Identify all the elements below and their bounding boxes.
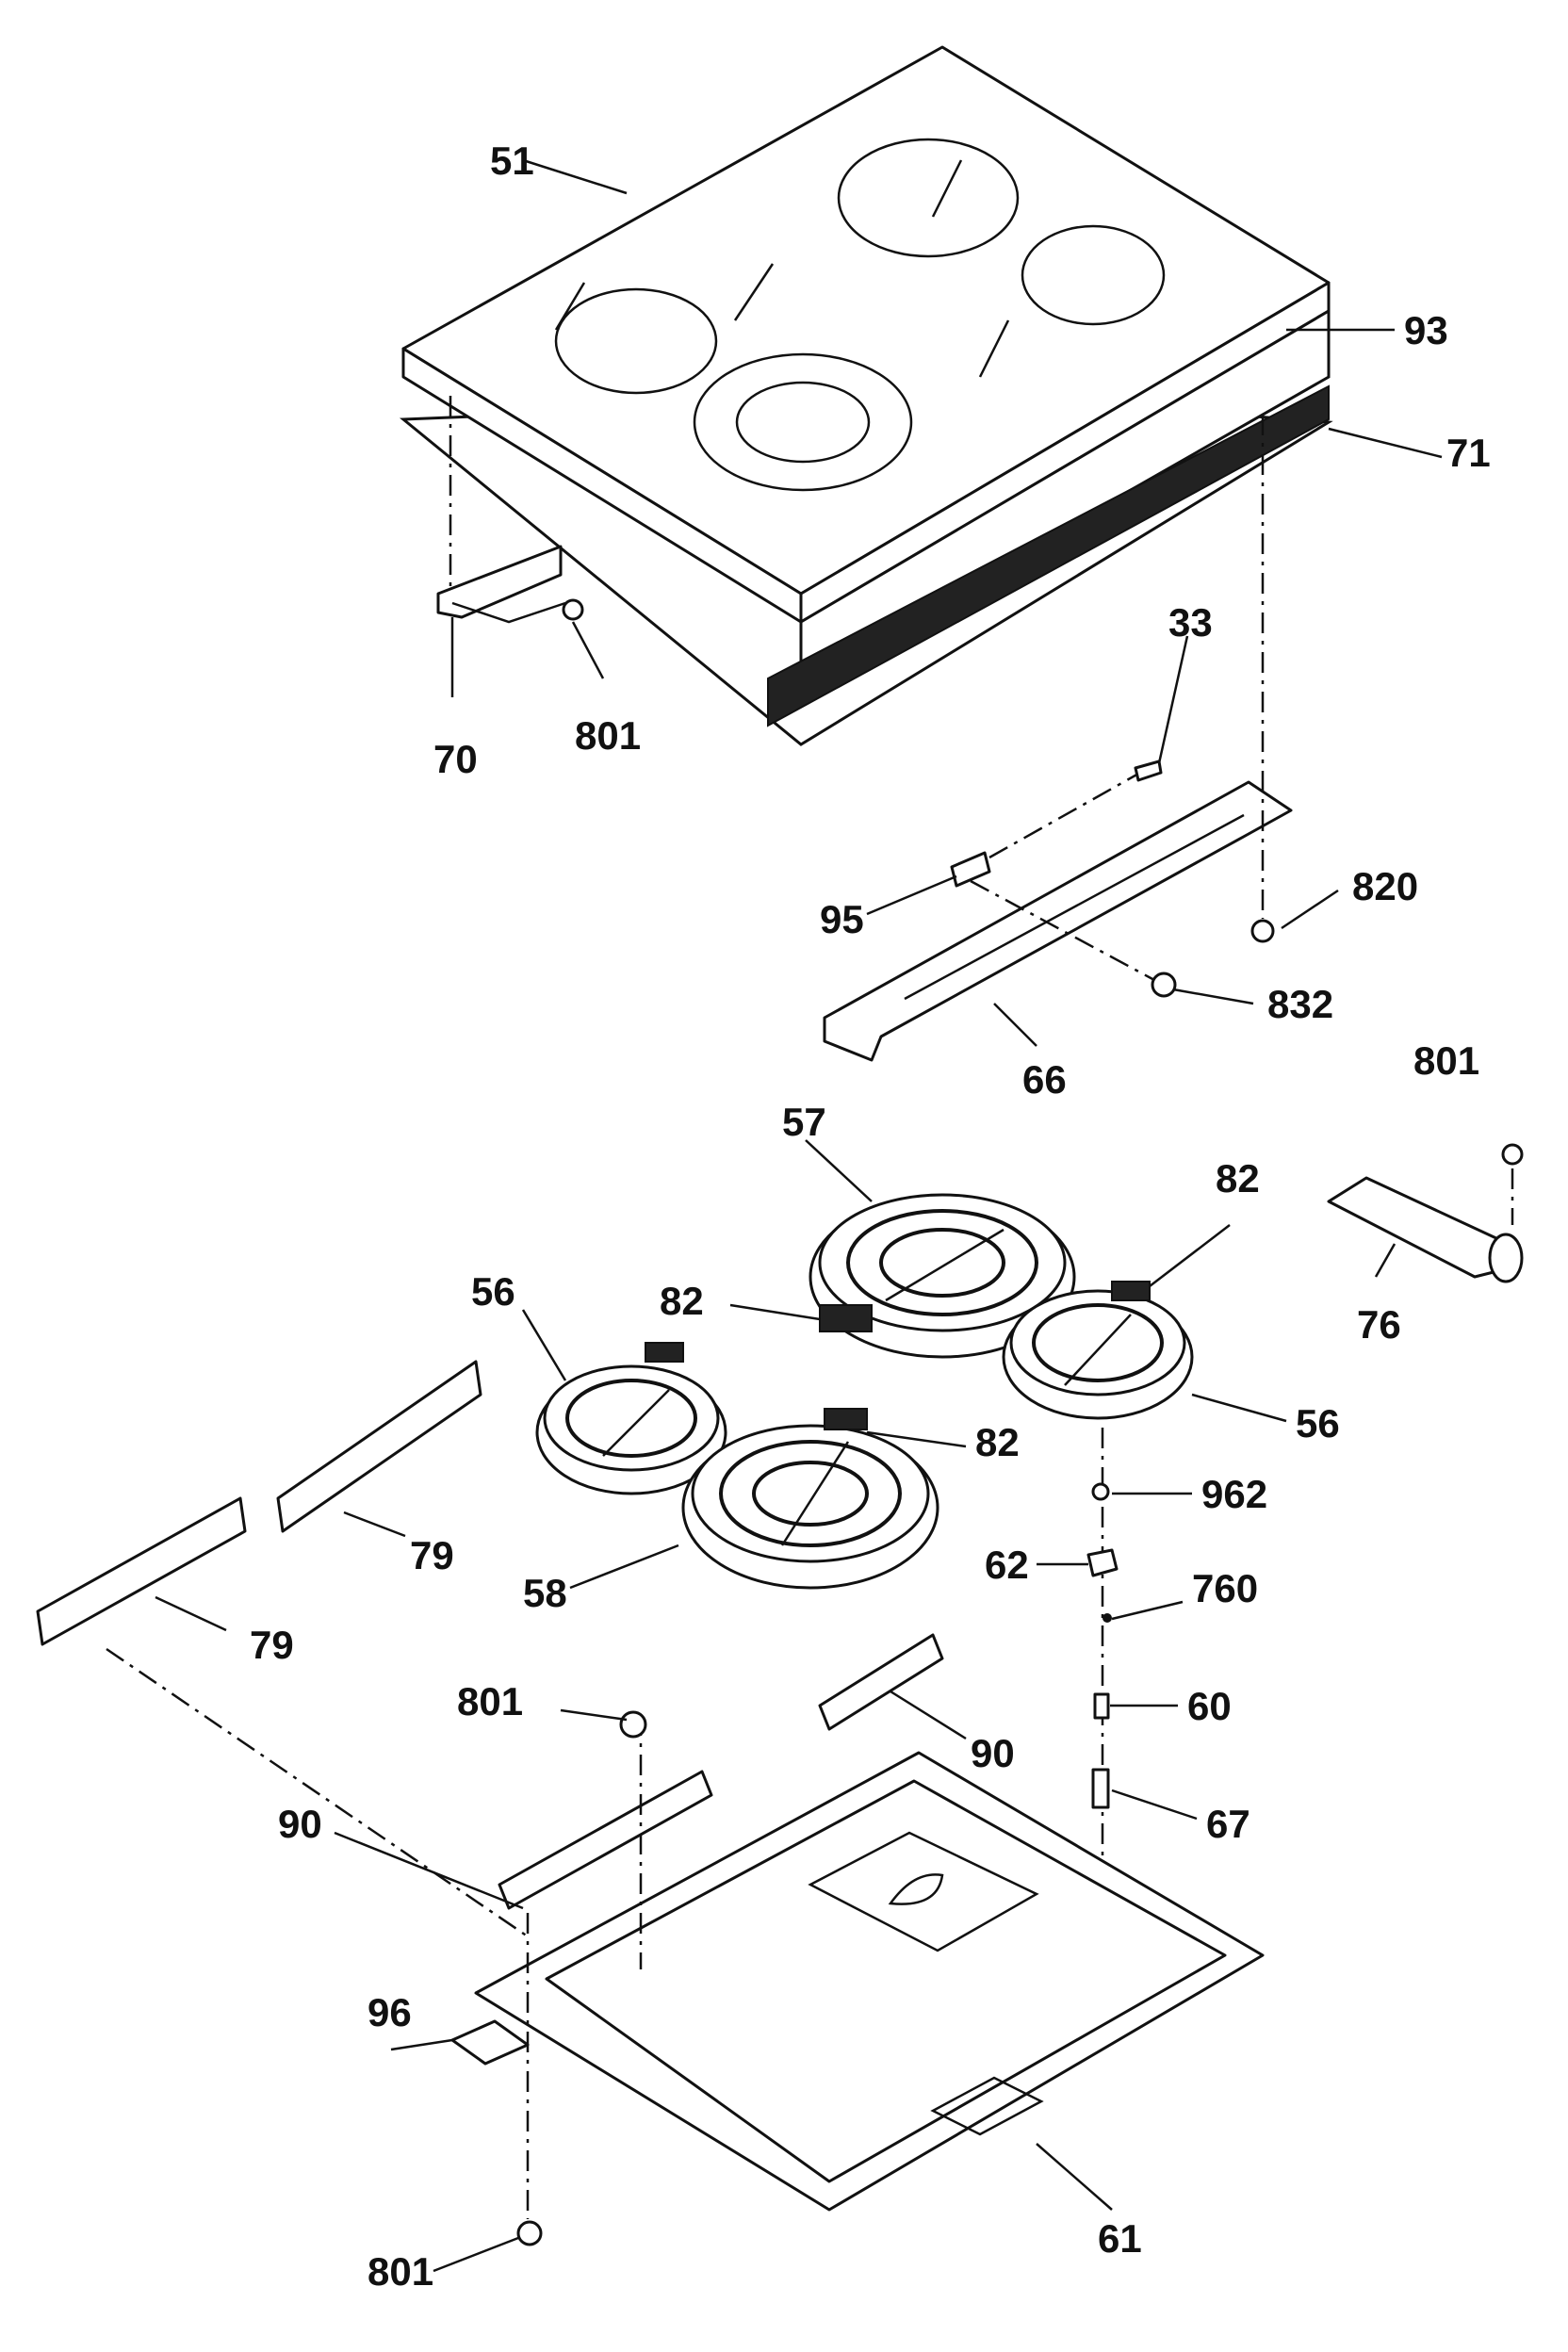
leader-lines — [155, 158, 1443, 2273]
callout-90-left: 90 — [278, 1802, 322, 1846]
element-large-rear — [808, 1193, 1076, 1359]
callout-60: 60 — [1187, 1684, 1232, 1728]
callout-70: 70 — [433, 737, 478, 781]
callout-79-lower: 79 — [250, 1623, 294, 1667]
callout-82-front: 82 — [975, 1420, 1020, 1464]
callout-51: 51 — [490, 139, 534, 183]
callout-832: 832 — [1267, 982, 1333, 1026]
callout-56-left: 56 — [471, 1269, 515, 1314]
callout-61: 61 — [1098, 2216, 1142, 2261]
bracket-part — [436, 396, 584, 624]
callout-57: 57 — [782, 1100, 826, 1144]
callout-33: 33 — [1168, 600, 1213, 645]
callout-801-bottom: 801 — [368, 2249, 433, 2294]
callout-76: 76 — [1357, 1302, 1401, 1347]
callout-labels: 51 93 71 70 801 33 820 95 832 66 801 57 … — [250, 139, 1491, 2294]
gasket-strip-part — [767, 308, 1331, 727]
side-trim-part — [36, 1360, 482, 1646]
small-bracket-part — [450, 2019, 530, 2066]
callout-801-top: 801 — [575, 713, 641, 758]
element-large-front — [681, 1408, 939, 1590]
callout-801-mid: 801 — [457, 1679, 523, 1723]
element-small-left — [535, 1342, 727, 1495]
callout-66: 66 — [1022, 1057, 1067, 1102]
callout-760: 760 — [1192, 1566, 1258, 1610]
bottom-pan-part — [106, 1647, 1265, 2246]
callout-90-right: 90 — [971, 1731, 1015, 1775]
callout-82-left: 82 — [660, 1279, 704, 1323]
vent-duct-part — [1327, 1143, 1524, 1283]
callout-71: 71 — [1446, 431, 1491, 475]
element-small-right — [1002, 1281, 1194, 1420]
callout-79-upper: 79 — [410, 1533, 454, 1577]
callout-95: 95 — [820, 897, 864, 941]
callout-96: 96 — [368, 1990, 412, 2034]
callout-93: 93 — [1404, 308, 1448, 352]
rear-rail-part — [823, 415, 1293, 1062]
callout-56-right: 56 — [1296, 1401, 1340, 1446]
callout-67: 67 — [1206, 1802, 1250, 1846]
callout-58: 58 — [523, 1571, 567, 1615]
callout-962: 962 — [1201, 1472, 1267, 1516]
callout-62: 62 — [985, 1543, 1029, 1587]
callout-820: 820 — [1352, 864, 1418, 908]
callout-801-duct: 801 — [1413, 1038, 1479, 1083]
callout-82-right: 82 — [1216, 1156, 1260, 1200]
